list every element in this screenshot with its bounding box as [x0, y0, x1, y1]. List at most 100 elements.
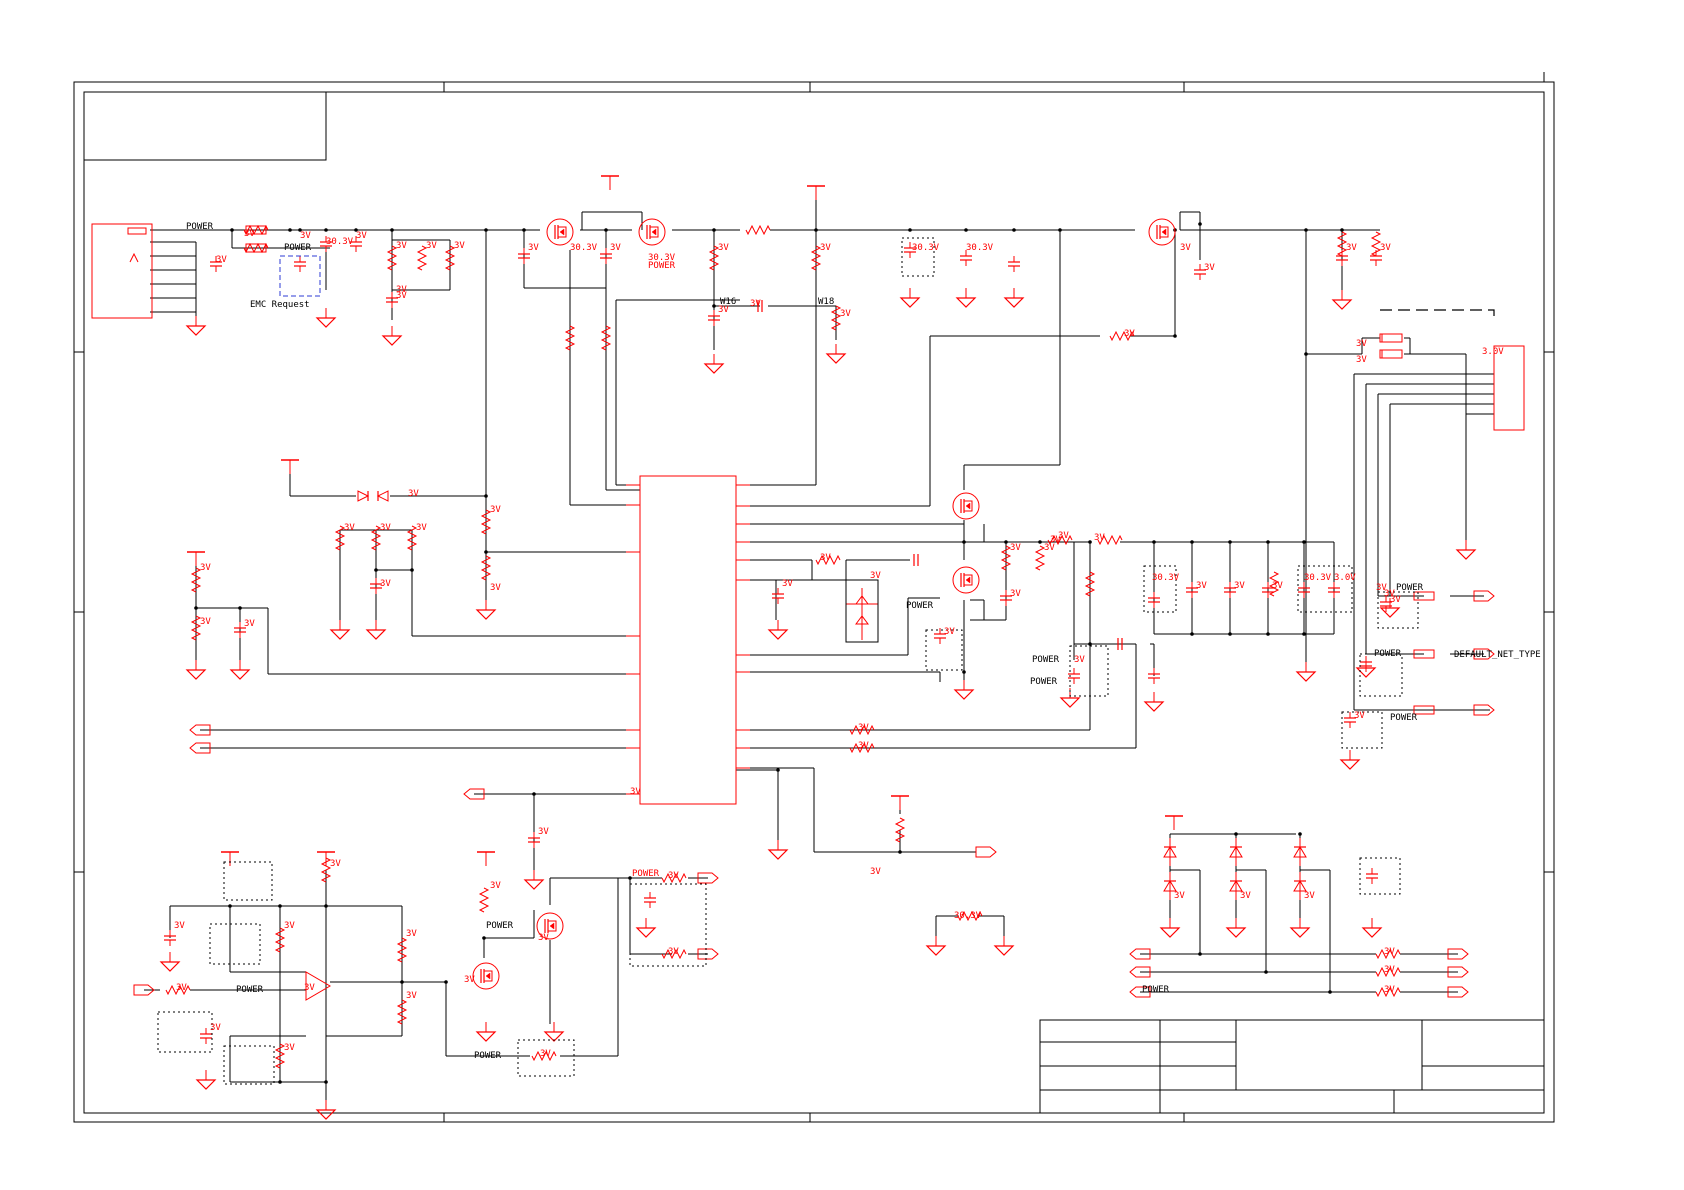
power-label: POWER	[186, 222, 214, 232]
mosfet-icon[interactable]	[952, 566, 980, 594]
off-page-connector-icon[interactable]	[697, 872, 719, 884]
voltage-label: 3V	[1050, 535, 1061, 545]
off-page-connectors	[133, 590, 1495, 998]
voltage-label: 3V	[464, 975, 475, 985]
ground-symbol-icon	[1159, 918, 1181, 938]
capacitor-icon	[1117, 638, 1123, 650]
power-rails	[187, 175, 1183, 866]
off-page-connector-icon[interactable]	[1473, 704, 1495, 716]
off-page-connector-icon[interactable]	[1447, 966, 1469, 978]
mosfet-icon[interactable]	[638, 218, 666, 246]
resistor-icon	[416, 245, 428, 271]
capacitor-icon	[386, 292, 398, 308]
voltage-label: 3V	[1384, 985, 1395, 995]
voltage-label: 3V	[1234, 581, 1245, 591]
voltage-label: 3V	[1390, 595, 1401, 605]
ground-symbol-icon	[185, 316, 207, 336]
mosfet-icon[interactable]	[546, 218, 574, 246]
resistor-icon	[810, 245, 822, 271]
text-labels: POWER POWER EMC Request POWER W16 W18 PO…	[186, 222, 1541, 1061]
resistor-icon	[1375, 986, 1401, 998]
resistor-icon	[1375, 948, 1401, 960]
ground-symbol-icon	[1455, 540, 1477, 560]
resistor-icon	[334, 525, 346, 551]
resistor-icon	[531, 1050, 557, 1062]
voltage-label: 3V	[200, 617, 211, 627]
capacitor-icon	[644, 892, 656, 908]
voltage-label: 3V	[718, 305, 729, 315]
off-page-connector-icon[interactable]	[189, 742, 211, 754]
dnp-outline	[157, 1011, 213, 1053]
output-connector[interactable]	[1493, 345, 1525, 431]
voltage-label: 3V	[610, 243, 621, 253]
capacitor-icon	[1344, 712, 1356, 728]
resistor-icon	[190, 615, 202, 641]
ground-symbol-icon	[475, 600, 497, 620]
power-rail-icon	[221, 851, 239, 866]
resistor-icon	[386, 245, 398, 271]
power-label: POWER	[1032, 655, 1060, 665]
voltage-label: 3V	[1356, 355, 1367, 365]
voltage-label: 3V	[380, 579, 391, 589]
ground-symbol-icon	[1225, 918, 1247, 938]
mosfet-icon[interactable]	[536, 912, 564, 940]
ground-symbol-icon	[1143, 692, 1165, 712]
voltage-label: 3V	[1384, 965, 1395, 975]
op-amp-icon[interactable]	[305, 971, 331, 1001]
ground-symbol-icon	[955, 288, 977, 308]
voltage-label: 3V	[1356, 339, 1367, 349]
capacitor-icon	[294, 256, 306, 272]
voltage-label: 3V	[944, 627, 955, 637]
voltage-label: 3V	[782, 579, 793, 589]
off-page-connector-icon[interactable]	[133, 984, 155, 996]
capacitor-icon	[528, 832, 540, 848]
resistor-icon	[894, 817, 906, 843]
voltage-label: 3V	[216, 255, 227, 265]
capacitor-icon	[960, 250, 972, 266]
resistor-icon	[600, 325, 612, 351]
off-page-connector-icon[interactable]	[1447, 986, 1469, 998]
voltage-label: 3V	[1074, 655, 1085, 665]
default-net-type-label: DEFAULT_NET_TYPE	[1454, 650, 1541, 660]
off-page-connector-icon[interactable]	[1129, 966, 1151, 978]
mosfet-icon[interactable]	[1148, 218, 1176, 246]
off-page-connector-icon[interactable]	[1473, 648, 1495, 660]
input-connector[interactable]	[91, 223, 153, 319]
resistor-icon	[1413, 591, 1435, 601]
voltage-label: 30.3V	[570, 243, 598, 253]
voltage-label: 3V	[1094, 533, 1105, 543]
voltage-label: 3V	[356, 231, 367, 241]
capacitor-icon	[1000, 590, 1012, 606]
off-page-connector-icon[interactable]	[1129, 986, 1151, 998]
off-page-connector-icon[interactable]	[1129, 948, 1151, 960]
voltage-label: 30.3V	[954, 911, 982, 921]
capacitor-icon	[600, 248, 612, 264]
resistor-icon	[274, 927, 286, 953]
power-label: POWER	[648, 261, 676, 271]
capacitor-icon	[904, 242, 916, 258]
ground-symbol-icon	[1361, 918, 1383, 938]
voltage-label: 3V	[284, 921, 295, 931]
capacitor-icon	[1370, 250, 1382, 266]
resistor-icon	[1413, 705, 1435, 715]
dnp-outline	[1359, 857, 1401, 895]
voltage-label: 3V	[330, 859, 341, 869]
ground-symbol-icon	[767, 840, 789, 860]
dnp-outline	[517, 1039, 575, 1077]
mosfets	[472, 218, 1176, 990]
dnp-outlines	[157, 237, 1419, 1085]
off-page-connector-icon[interactable]	[463, 788, 485, 800]
voltage-label: 30.3V	[1152, 573, 1180, 583]
off-page-connector-icon[interactable]	[697, 948, 719, 960]
off-page-connector-icon[interactable]	[1447, 948, 1469, 960]
mosfet-icon[interactable]	[472, 962, 500, 990]
voltage-label: 3V	[396, 291, 407, 301]
capacitor-icon	[234, 622, 246, 638]
off-page-connector-icon[interactable]	[1473, 590, 1495, 602]
off-page-connector-icon[interactable]	[189, 724, 211, 736]
diodes	[357, 490, 1307, 900]
voltage-label: 3V	[870, 867, 881, 877]
off-page-connector-icon[interactable]	[975, 846, 997, 858]
main-ic[interactable]	[626, 475, 750, 805]
mosfet-icon[interactable]	[952, 492, 980, 520]
